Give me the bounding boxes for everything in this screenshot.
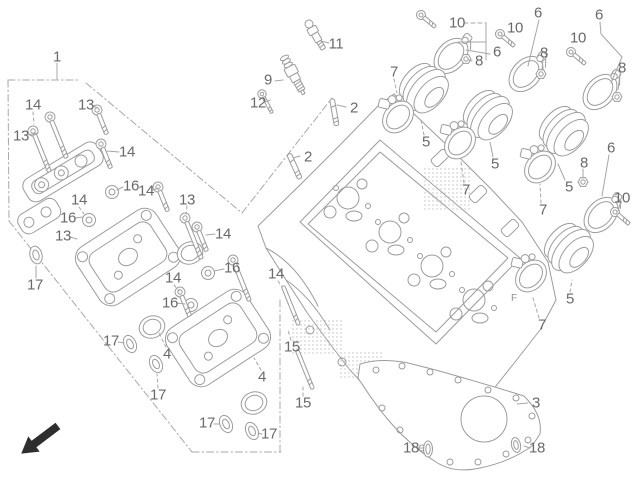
part-callout-17: 17 — [102, 332, 120, 350]
part-callout-16: 16 — [59, 209, 77, 227]
part-callout-17: 17 — [260, 425, 278, 443]
part-callout-4: 4 — [257, 368, 267, 386]
cylinder-head-body — [257, 93, 557, 449]
part-callout-14: 14 — [24, 96, 42, 114]
part-callout-14: 14 — [214, 225, 232, 243]
part-callout-15: 15 — [294, 394, 312, 412]
grommet — [120, 332, 140, 356]
head-gasket — [357, 359, 541, 471]
front-direction-arrow — [15, 418, 64, 462]
clamp-nut — [611, 92, 623, 102]
part-callout-8: 8 — [474, 52, 484, 70]
part-callout-5: 5 — [564, 178, 574, 196]
part-callout-2: 2 — [303, 148, 313, 166]
part-callout-5: 5 — [565, 290, 575, 308]
part-callout-5: 5 — [490, 155, 500, 173]
camshaft-holder-rail — [17, 141, 104, 235]
flange-bolt — [42, 109, 72, 161]
part-callout-12: 12 — [249, 94, 267, 112]
washer — [82, 213, 96, 227]
part-callout-6: 6 — [533, 4, 543, 22]
clamp-bolt — [564, 45, 589, 68]
part-callout-14: 14 — [70, 191, 88, 209]
part-callout-7: 7 — [537, 316, 547, 334]
part-callout-10: 10 — [569, 29, 587, 47]
part-callout-18: 18 — [528, 439, 546, 457]
part-callout-17: 17 — [198, 414, 216, 432]
part-callout-10: 10 — [506, 19, 524, 37]
part-callout-14: 14 — [118, 143, 136, 161]
dowel-pin — [423, 437, 522, 458]
part-callout-16: 16 — [161, 294, 179, 312]
part-callout-16: 16 — [223, 259, 241, 277]
spark-plug — [277, 52, 310, 98]
part-callout-13: 13 — [77, 96, 95, 114]
part-callout-2: 2 — [349, 99, 359, 117]
part-callout-7: 7 — [389, 63, 399, 81]
part-callout-9: 9 — [263, 71, 273, 89]
part-callout-6: 6 — [594, 6, 604, 24]
grommet — [242, 419, 262, 443]
part-callout-14: 14 — [137, 182, 155, 200]
part-callout-18: 18 — [402, 439, 420, 457]
sensor-unit — [302, 17, 329, 53]
part-callout-15: 15 — [283, 338, 301, 356]
flange-bolt — [150, 179, 173, 214]
part-callout-13: 13 — [54, 227, 72, 245]
part-callout-3: 3 — [531, 394, 541, 412]
part-callout-7: 7 — [538, 201, 548, 219]
part-callout-17: 17 — [26, 276, 44, 294]
part-callout-16: 16 — [122, 177, 140, 195]
part-callout-13: 13 — [178, 191, 196, 209]
part-callout-10: 10 — [613, 189, 631, 207]
part-callout-11: 11 — [328, 35, 344, 53]
clamp-nut — [577, 177, 589, 187]
part-callout-7: 7 — [461, 181, 471, 199]
part-callout-14: 14 — [164, 269, 182, 287]
part-callout-6: 6 — [606, 139, 616, 157]
part-callout-8: 8 — [539, 44, 549, 62]
part-callout-13: 13 — [12, 127, 30, 145]
part-callout-6: 6 — [492, 43, 502, 61]
clamp-bolt — [414, 8, 439, 31]
callout-leader-lines — [27, 19, 623, 449]
part-callout-10: 10 — [448, 14, 466, 32]
stud — [329, 98, 340, 127]
washer — [201, 266, 215, 280]
valve-gear-detail — [323, 178, 497, 324]
part-callout-8: 8 — [579, 154, 589, 172]
clamp-nut — [460, 54, 472, 64]
part-callout-5: 5 — [421, 133, 431, 151]
casting-mark: F — [510, 293, 518, 304]
stud — [286, 152, 303, 181]
part-callout-8: 8 — [617, 59, 627, 77]
part-callout-14: 14 — [267, 265, 285, 283]
part-callout-4: 4 — [162, 345, 172, 363]
part-callout-17: 17 — [149, 386, 167, 404]
clamp-nut — [535, 69, 547, 79]
part-callout-1: 1 — [52, 48, 62, 66]
washer — [105, 185, 119, 199]
